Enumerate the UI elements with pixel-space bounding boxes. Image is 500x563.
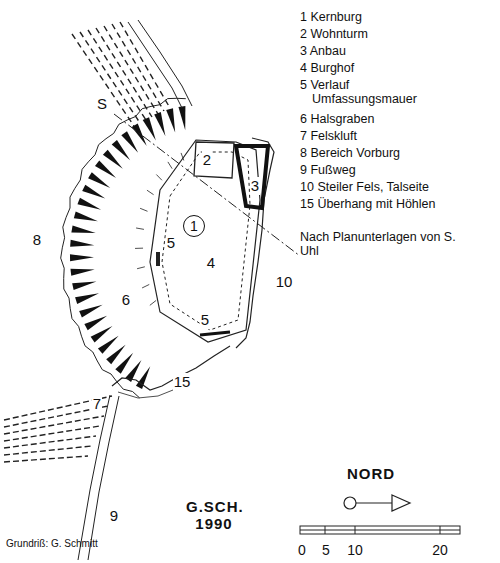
north-label: NORD: [346, 465, 396, 482]
slope-hatch: [4, 426, 100, 441]
slope-hatch: [147, 190, 154, 194]
callout-number: 10: [275, 273, 294, 290]
slope-hatch: [4, 436, 96, 448]
slope-hatch: [4, 416, 104, 434]
legend-entry: 9 Fußweg: [300, 163, 356, 177]
source-note: Nach Planunterlagen von S. Uhl: [300, 230, 460, 259]
callout-number: 8: [32, 231, 42, 248]
legend-entry: 10 Steiler Fels, Talseite: [300, 180, 429, 194]
legend-entry: 2 Wohnturm: [300, 27, 368, 41]
ditch-wedge: [103, 150, 123, 169]
ditch-wedge: [154, 112, 165, 136]
ditch-wedge: [88, 172, 110, 188]
legend-entry: 6 Halsgraben: [300, 112, 374, 126]
slope-hatch: [135, 248, 143, 249]
callout-number: 2: [202, 151, 212, 168]
legend-entry: 8 Bereich Vorburg: [300, 146, 400, 160]
ditch-wedge: [91, 326, 113, 342]
legend-entry: 1 Kernburg: [300, 10, 362, 24]
ditch-wedge: [72, 282, 96, 290]
callout-number: 5: [166, 234, 176, 251]
callout-number: 5: [200, 311, 210, 328]
ditch-wedge: [70, 269, 94, 276]
ditch-wedge: [112, 140, 130, 160]
legend-entry: 3 Anbau: [300, 44, 346, 58]
legend-entry: 4 Burghof: [300, 61, 354, 75]
section-mark: S: [96, 95, 108, 112]
slope-hatch: [104, 26, 158, 114]
slope-hatch: [4, 446, 92, 455]
slope-hatch: [150, 300, 156, 305]
slope-hatch: [96, 28, 152, 117]
legend-entry: 5 Verlauf Umfassungsmauer: [300, 78, 437, 107]
ditch-wedge: [106, 345, 125, 365]
slope-hatch: [136, 228, 144, 229]
callout-number: 6: [121, 291, 131, 308]
callout-number: 4: [206, 254, 216, 271]
ditch-wedge: [79, 305, 102, 318]
slope-hatch: [142, 284, 149, 288]
ditch-wedge: [95, 161, 116, 178]
ditch-wedge: [77, 198, 101, 210]
callout-number: 1: [190, 219, 198, 233]
slope-hatch: [80, 32, 140, 123]
callout-number: 3: [250, 177, 260, 194]
callout-number: 9: [109, 507, 119, 524]
scale-number: 20: [431, 542, 449, 558]
ditch-wedge: [84, 316, 107, 331]
ditch-wedge: [70, 254, 94, 261]
ditch-wedge: [98, 336, 119, 354]
credit-note: Grundriß: G. Schmitt: [6, 538, 98, 550]
ditch-wedge: [132, 124, 147, 147]
slope-hatch: [140, 208, 147, 211]
slope-hatch: [88, 30, 146, 120]
slope-hatch: [156, 175, 162, 181]
scale-number: 0: [297, 542, 307, 558]
slope-hatch: [4, 456, 88, 462]
scale-number: 10: [346, 542, 364, 558]
slope-hatch: [168, 162, 172, 169]
legend-entry: 15 Überhang mit Höhlen: [300, 197, 436, 211]
ditch-wedge: [115, 353, 133, 374]
author-stamp: G.SCH. 1990: [185, 498, 243, 533]
ditch-wedge: [75, 293, 99, 304]
callout-number: 7: [92, 395, 102, 412]
slope-hatch: [72, 34, 134, 126]
slope-hatch: [137, 267, 145, 269]
ditch-wedge: [121, 131, 138, 153]
ditch-wedge: [166, 108, 175, 132]
scale-number: 5: [321, 542, 331, 558]
ditch-wedge: [74, 211, 98, 221]
ditch-wedge: [178, 106, 185, 130]
callout-circle: 1: [183, 215, 205, 237]
legend-entry: 7 Felskluft: [300, 129, 357, 143]
ditch-wedge: [82, 185, 105, 199]
ditch-wedge: [70, 240, 94, 247]
ditch-rim: [61, 98, 186, 398]
callout-number: 15: [173, 373, 192, 390]
ditch-wedge: [71, 226, 95, 234]
